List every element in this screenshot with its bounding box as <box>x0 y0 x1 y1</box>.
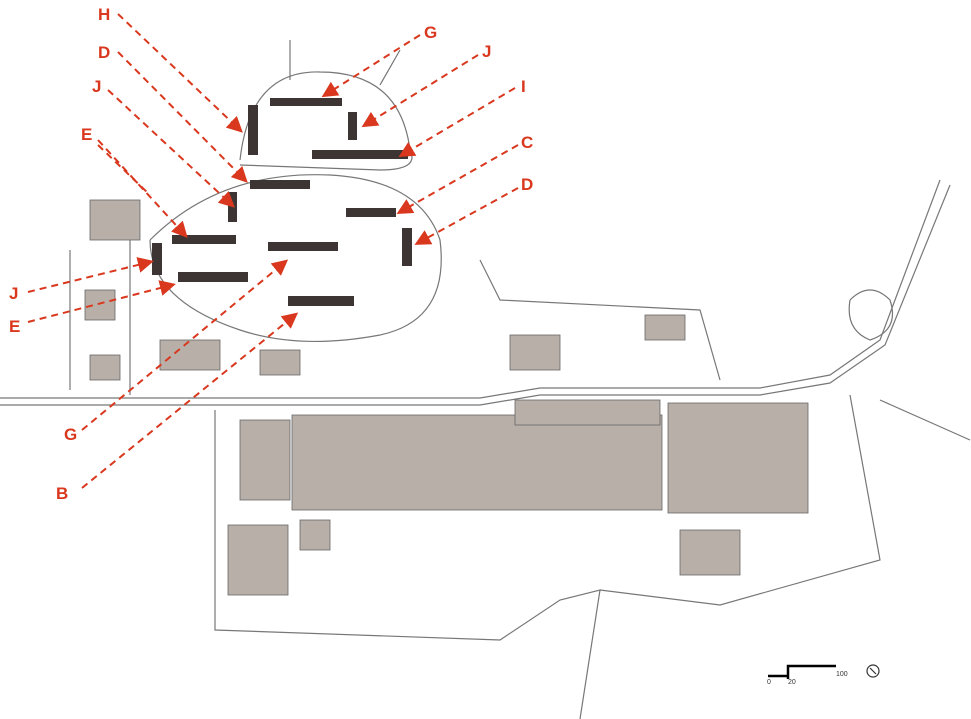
label-e-left: E <box>9 317 20 336</box>
scale-tick-100: 100 <box>836 671 848 678</box>
label-c: C <box>521 133 533 152</box>
label-h-top: H <box>98 5 110 24</box>
industrial-buildings <box>84 199 809 596</box>
scale-bar: 0 20 100 <box>767 664 848 686</box>
label-d-right: D <box>521 175 533 194</box>
label-d-top: D <box>98 43 110 62</box>
scale-tick-0: 0 <box>767 679 771 686</box>
label-j-left: J <box>9 284 18 303</box>
label-e-top: E <box>81 125 92 144</box>
label-g-bottom: G <box>64 425 77 444</box>
label-b: B <box>56 484 68 503</box>
north-arrow-icon <box>866 664 880 678</box>
label-i: I <box>521 77 526 96</box>
dark-buildings <box>152 98 412 306</box>
label-j-top-right: J <box>482 42 491 61</box>
scale-tick-20: 20 <box>788 679 796 686</box>
roads <box>0 40 971 719</box>
annotation-arrows <box>27 13 519 489</box>
label-j-top-left: J <box>92 77 101 96</box>
label-g-top: G <box>424 23 437 42</box>
